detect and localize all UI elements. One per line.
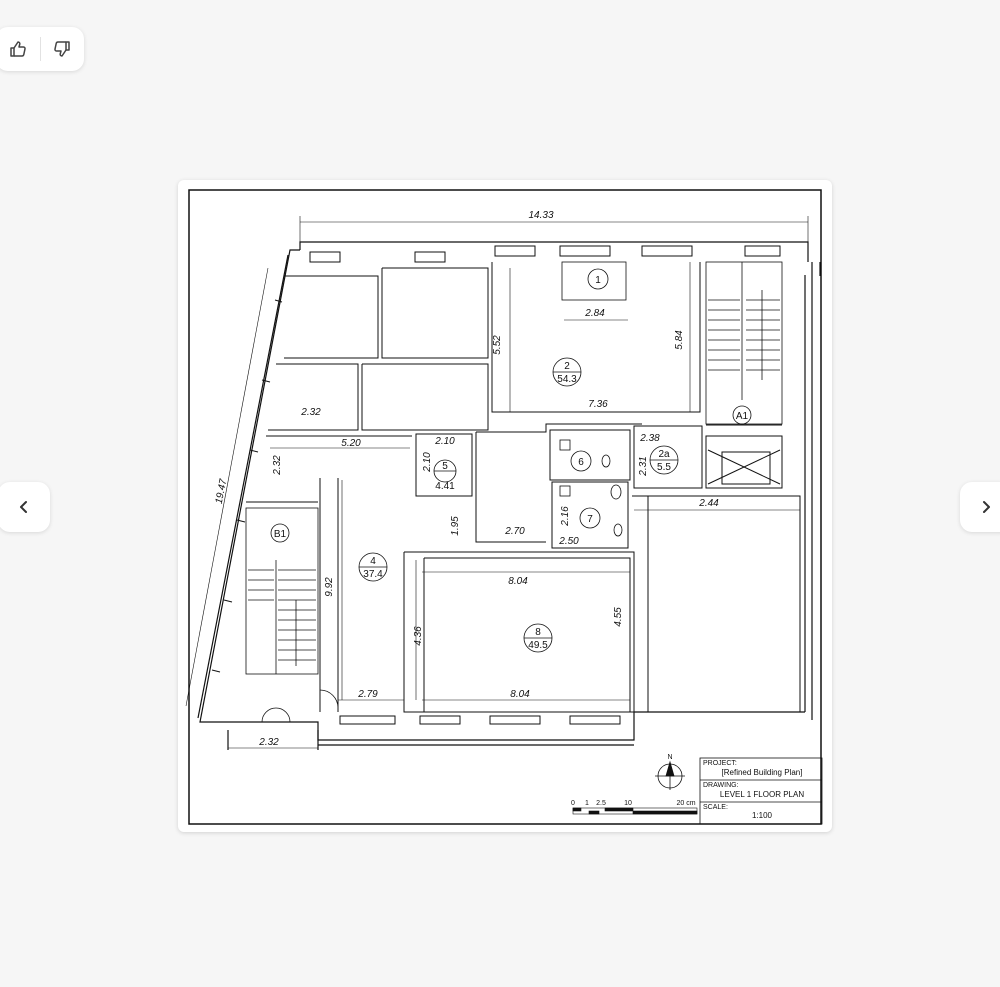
dim-room2a-width: 2.38 [639, 433, 660, 444]
dim-stair-gap: 1.95 [450, 516, 461, 536]
scale-bar [572, 807, 698, 815]
room-5-area: 4.41 [435, 481, 455, 492]
stairs-b1-label: B1 [274, 529, 287, 540]
scale-label: SCALE: [703, 804, 728, 811]
north-label: N [667, 754, 672, 761]
room-4-number: 4 [370, 556, 376, 567]
room-2a-area: 5.5 [657, 462, 671, 473]
dimension-lines [185, 216, 809, 749]
room-5-number: 5 [442, 461, 448, 472]
dim-room5-height: 2.10 [422, 452, 433, 473]
thumbs-down-icon[interactable] [40, 27, 84, 71]
bathroom-fixtures [559, 439, 623, 537]
dim-lobby-width: 2.70 [504, 526, 525, 537]
dim-room2-right: 5.84 [674, 330, 685, 350]
scale-tick-2: 2.5 [596, 800, 606, 807]
scale-value: 1:100 [752, 811, 773, 820]
room-2a-number: 2a [658, 449, 670, 460]
dim-room1-width: 2.84 [584, 308, 605, 319]
dim-room7-width: 2.50 [558, 536, 579, 547]
dim-room8-height: 4.36 [413, 626, 424, 646]
room-markers [358, 261, 679, 653]
interior-walls [246, 262, 801, 713]
dim-room2-left: 5.52 [492, 335, 503, 355]
window-marks [211, 245, 781, 725]
feedback-divider [39, 37, 41, 61]
stairs-a1 [705, 261, 783, 425]
drawing-label: DRAWING: [703, 782, 739, 789]
dim-bottom-width: 2.32 [258, 737, 279, 748]
north-arrow-icon [655, 760, 685, 790]
room-4-area: 37.4 [363, 569, 383, 580]
project-label: PROJECT: [703, 760, 737, 767]
dim-room2a-height: 2.31 [638, 456, 649, 476]
room-8-area: 49.5 [528, 640, 548, 651]
scale-tick-3: 10 [624, 800, 632, 807]
dim-corridor-width: 5.20 [341, 438, 361, 449]
dim-room8-bottom: 8.04 [510, 689, 530, 700]
dim-room5-width: 2.10 [434, 436, 455, 447]
next-button[interactable] [960, 482, 1000, 532]
scale-tick-1: 1 [585, 800, 589, 807]
stairs-b1 [245, 507, 319, 675]
scale-tick-0: 0 [571, 800, 575, 807]
scale-tick-4: 20 cm [676, 800, 695, 807]
drawing-value: LEVEL 1 FLOOR PLAN [720, 790, 804, 799]
outer-walls [197, 241, 821, 750]
dim-left-vertical: 2.32 [272, 455, 283, 476]
room-7-number: 7 [587, 514, 593, 525]
room-6-number: 6 [578, 457, 584, 468]
chevron-left-icon [20, 501, 27, 513]
dim-entrance-width: 2.79 [357, 689, 378, 700]
previous-button[interactable] [0, 482, 50, 532]
dim-left-length: 19.47 [214, 478, 230, 505]
room-8-number: 8 [535, 627, 541, 638]
project-value: [Refined Building Plan] [722, 768, 803, 777]
entrance-doors [261, 689, 339, 723]
floor-plan-image: A1 B1 [178, 180, 832, 832]
feedback-bar [0, 27, 84, 71]
thumbs-up-icon[interactable] [0, 27, 40, 71]
room-2-area: 54.3 [557, 374, 577, 385]
drawing-border [188, 189, 822, 825]
dim-room7-height: 2.16 [560, 506, 571, 527]
dim-right-room-height: 4.55 [613, 607, 624, 627]
stairs-a1-label: A1 [736, 411, 749, 422]
dim-right-room-width: 2.44 [698, 498, 719, 509]
room-2-number: 2 [564, 361, 570, 372]
dim-room4-height: 9.92 [324, 577, 335, 597]
dim-top-width: 14.33 [528, 210, 553, 221]
room-1-number: 1 [595, 275, 601, 286]
dim-room8-top: 8.04 [508, 576, 528, 587]
chevron-right-icon [983, 501, 990, 513]
dim-room2-width: 7.36 [588, 399, 608, 410]
title-block [699, 757, 823, 825]
dim-upper-room-width: 2.32 [300, 407, 321, 418]
